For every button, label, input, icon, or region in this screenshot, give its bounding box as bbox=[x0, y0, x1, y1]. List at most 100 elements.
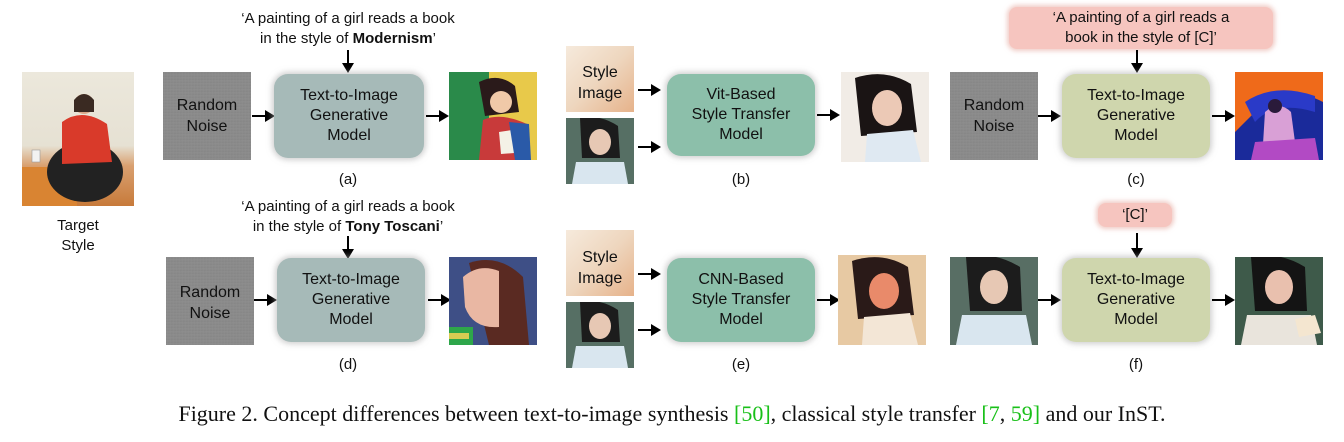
panel-label-c: (c) bbox=[1127, 171, 1145, 188]
style-b-line2: Image bbox=[577, 85, 623, 102]
output-image-e bbox=[838, 255, 926, 345]
noise-c-line1: Random bbox=[963, 97, 1025, 114]
arrow-a2 bbox=[426, 110, 449, 122]
caption-ref2b: 59] bbox=[1005, 401, 1041, 426]
caption-text1: Figure 2. Concept differences between te… bbox=[178, 401, 734, 426]
arrow-a1 bbox=[252, 110, 275, 122]
target-style-image bbox=[22, 72, 134, 206]
panel-label-a: (a) bbox=[338, 171, 358, 188]
prompt-a-style: Modernism bbox=[352, 30, 433, 47]
arrow-d1 bbox=[254, 294, 277, 306]
prompt-c-line2: book in the style of [C]’ bbox=[1065, 29, 1217, 46]
vit-line1: Vit-Based bbox=[706, 86, 776, 103]
content-image-b bbox=[566, 118, 634, 184]
noise-d-line1: Random bbox=[179, 284, 241, 301]
model-d-line2: Generative bbox=[311, 291, 391, 308]
model-a-line3: Model bbox=[327, 127, 371, 144]
vit-line3: Model bbox=[719, 126, 763, 143]
noise-a-line2: Noise bbox=[186, 118, 228, 135]
style-e-line1: Style bbox=[582, 249, 618, 266]
style-e-line2: Image bbox=[577, 270, 623, 287]
noise-a-line1: Random bbox=[176, 97, 238, 114]
arrow-prompt-d bbox=[342, 236, 354, 259]
arrow-e-style bbox=[638, 268, 661, 280]
arrow-prompt-a bbox=[342, 50, 354, 73]
prompt-c-line1: ‘A painting of a girl reads a bbox=[1052, 9, 1230, 26]
model-c-line1: Text-to-Image bbox=[1087, 87, 1185, 104]
arrow-b-out bbox=[817, 109, 840, 121]
arrow-f1 bbox=[1038, 294, 1061, 306]
output-image-c bbox=[1235, 72, 1323, 160]
target-label-line2: Style bbox=[61, 237, 95, 254]
output-image-a bbox=[449, 72, 537, 160]
output-image-b bbox=[841, 72, 929, 162]
arrow-e-content bbox=[638, 324, 661, 336]
target-style-label: Target Style bbox=[22, 216, 134, 256]
arrow-b-content bbox=[638, 141, 661, 153]
model-f-line2: Generative bbox=[1096, 291, 1176, 308]
model-c-line2: Generative bbox=[1096, 107, 1176, 124]
arrow-f2 bbox=[1212, 294, 1235, 306]
cnn-line2: Style Transfer bbox=[691, 291, 791, 308]
model-a-line1: Text-to-Image bbox=[300, 87, 398, 104]
output-image-f bbox=[1235, 257, 1323, 345]
prompt-d-style: Tony Toscani bbox=[345, 218, 440, 235]
prompt-a-pre: in the style of bbox=[260, 30, 353, 47]
figure-caption: Figure 2. Concept differences between te… bbox=[0, 400, 1344, 428]
caption-ref2sep: , bbox=[999, 401, 1006, 426]
noise-d-line2: Noise bbox=[189, 305, 231, 322]
prompt-f: ‘[C]’ bbox=[1098, 203, 1172, 227]
model-c-line3: Model bbox=[1114, 127, 1158, 144]
cnn-line1: CNN-Based bbox=[698, 271, 784, 288]
cnn-line3: Model bbox=[719, 311, 763, 328]
style-b-line1: Style bbox=[582, 64, 618, 81]
prompt-d-line1: ‘A painting of a girl reads a book bbox=[241, 198, 455, 215]
target-label-line1: Target bbox=[57, 217, 99, 234]
prompt-d-pre: in the style of bbox=[252, 218, 346, 235]
arrow-d2 bbox=[428, 294, 451, 306]
prompt-a-post: ’ bbox=[432, 30, 436, 47]
prompt-d-post: ’ bbox=[439, 218, 444, 235]
arrow-e-out bbox=[817, 294, 840, 306]
prompt-a: ‘A painting of a girl reads a book in th… bbox=[208, 9, 488, 49]
noise-c-line2: Noise bbox=[973, 118, 1015, 135]
prompt-d-line2: in the style of Tony Toscani’ bbox=[208, 217, 488, 237]
arrow-prompt-c bbox=[1131, 50, 1143, 73]
prompt-a-line2: in the style of Modernism’ bbox=[208, 29, 488, 49]
arrow-b-style bbox=[638, 84, 661, 96]
model-f-line1: Text-to-Image bbox=[1087, 271, 1185, 288]
panel-label-d: (d) bbox=[338, 356, 358, 373]
vit-line2: Style Transfer bbox=[691, 106, 791, 123]
caption-ref1: [50] bbox=[734, 401, 771, 426]
arrow-c1 bbox=[1038, 110, 1061, 122]
content-image-f bbox=[950, 257, 1038, 345]
content-image-e bbox=[566, 302, 634, 368]
caption-text3: and our InST. bbox=[1040, 401, 1166, 426]
arrow-prompt-f bbox=[1131, 233, 1143, 258]
panel-label-f: (f) bbox=[1128, 356, 1144, 373]
output-image-d bbox=[449, 257, 537, 345]
panel-label-b: (b) bbox=[731, 171, 751, 188]
caption-text2: , classical style transfer bbox=[770, 401, 982, 426]
model-a-line2: Generative bbox=[309, 107, 389, 124]
panel-label-e: (e) bbox=[731, 356, 751, 373]
model-d-line1: Text-to-Image bbox=[302, 271, 400, 288]
prompt-a-line1: ‘A painting of a girl reads a book bbox=[241, 10, 455, 27]
prompt-c: ‘A painting of a girl reads a book in th… bbox=[1009, 7, 1273, 49]
caption-ref2a: [7 bbox=[981, 401, 1000, 426]
model-f-line3: Model bbox=[1114, 311, 1158, 328]
model-d-line3: Model bbox=[329, 311, 373, 328]
prompt-d: ‘A painting of a girl reads a book in th… bbox=[208, 197, 488, 237]
arrow-c2 bbox=[1212, 110, 1235, 122]
